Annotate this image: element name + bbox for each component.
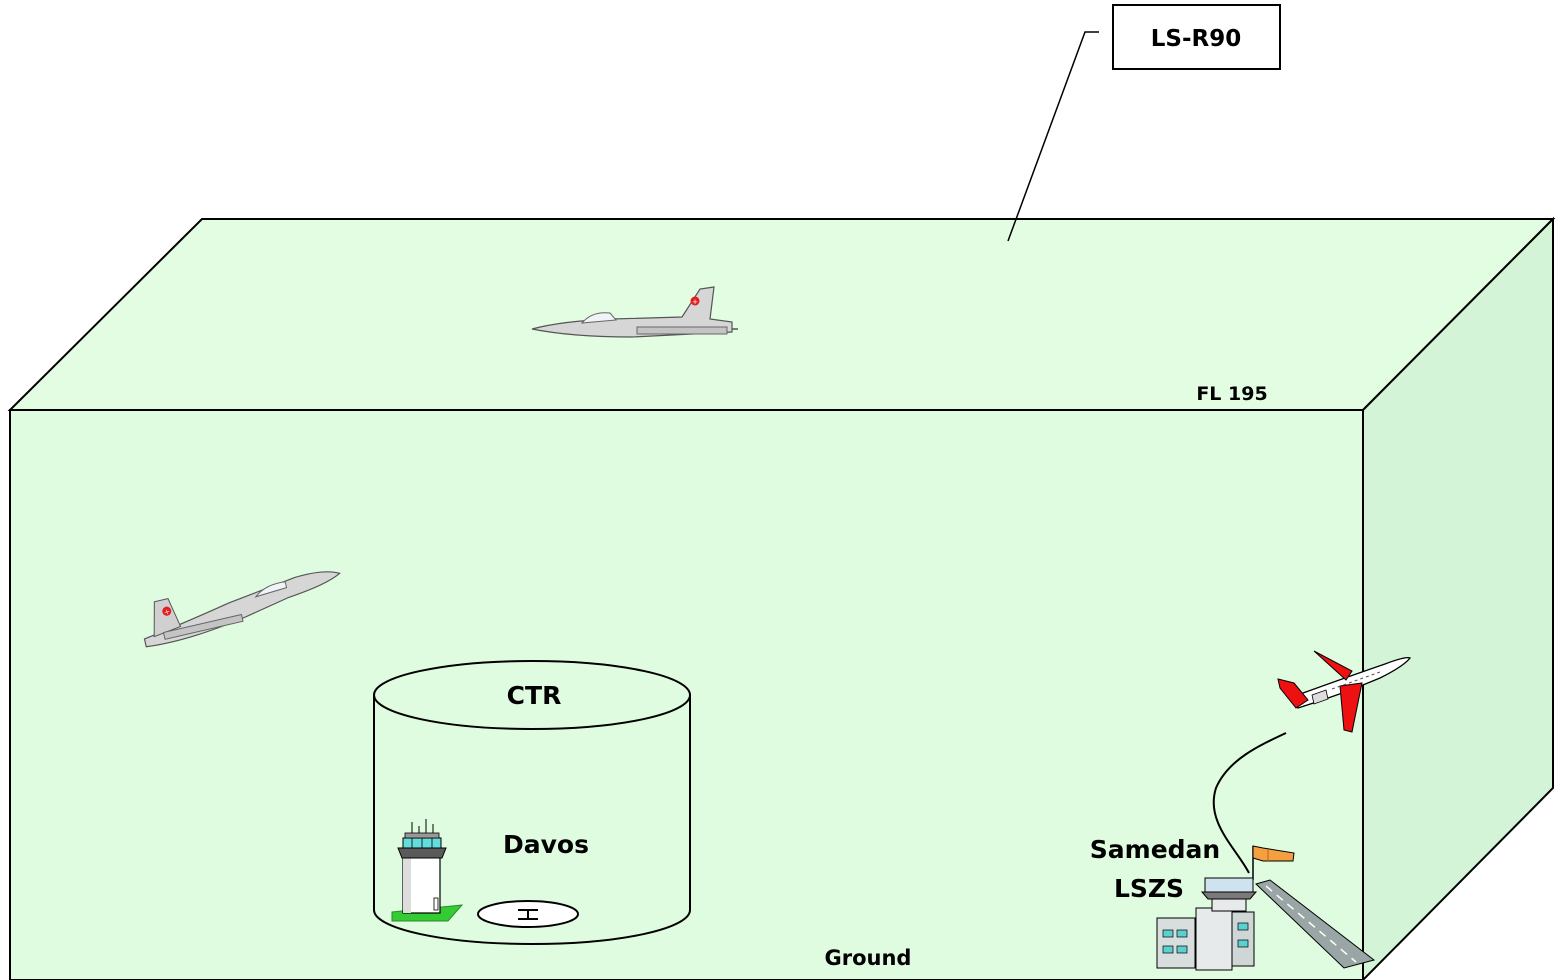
svg-text:+: + xyxy=(692,298,698,306)
aerodrome-icao-label: LSZS xyxy=(1114,874,1184,903)
upper-limit-label: FL 195 xyxy=(1196,383,1267,405)
ctr-label: CTR xyxy=(507,681,562,710)
box-top-face xyxy=(7,218,1556,411)
fighter-jet-icon: + xyxy=(143,571,341,648)
fighter-jet-icon: + xyxy=(531,286,738,338)
restricted-airspace-box xyxy=(7,216,1556,980)
ctr-aerodrome-label: Davos xyxy=(503,830,589,859)
heliport-icon xyxy=(477,900,579,928)
lower-limit-label: Ground xyxy=(825,946,912,970)
restricted-area-label: LS-R90 xyxy=(1151,26,1241,52)
control-tower-icon xyxy=(391,819,464,922)
aerodrome-name-label: Samedan xyxy=(1090,835,1220,864)
box-front-face xyxy=(9,409,1364,980)
business-jet-icon xyxy=(1277,650,1411,733)
runway-icon xyxy=(1255,879,1376,969)
callout-leader-line xyxy=(1007,31,1099,242)
control-tower-icon xyxy=(1156,877,1258,971)
ctr-cylinder xyxy=(373,660,691,945)
callout-box xyxy=(1112,4,1281,70)
svg-text:+: + xyxy=(163,608,171,617)
departure-path xyxy=(1212,732,1287,874)
windsock-icon xyxy=(1252,845,1295,880)
